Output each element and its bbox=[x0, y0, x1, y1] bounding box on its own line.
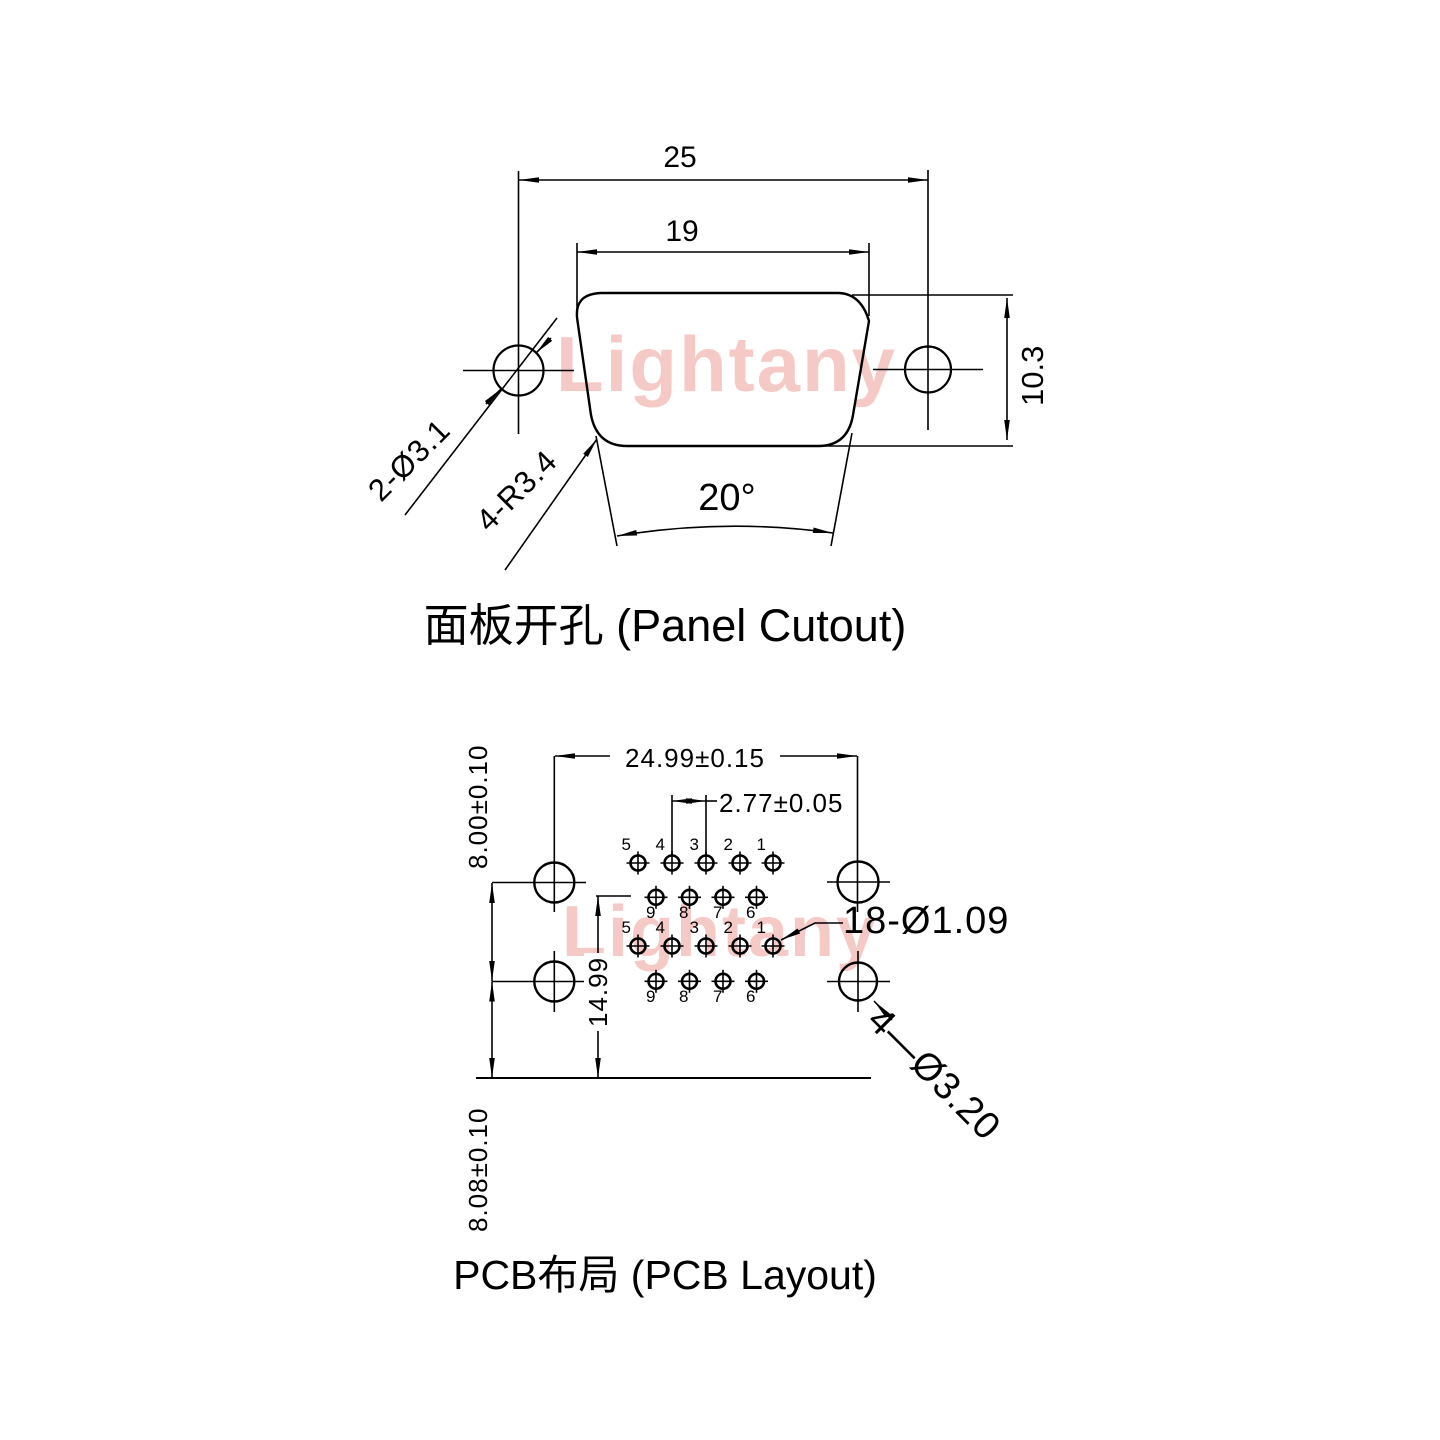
pcb-layout-title: PCB布局 (PCB Layout) bbox=[453, 1252, 877, 1298]
pin-number: 8 bbox=[679, 903, 689, 922]
dim-mount-span-x: 24.99±0.15 bbox=[610, 744, 780, 773]
pin-number: 2 bbox=[723, 835, 733, 854]
pin-number: 9 bbox=[646, 987, 656, 1006]
connector2-row2-pins bbox=[644, 969, 768, 993]
pin-number: 4 bbox=[655, 835, 665, 854]
dim-outer-width: 25 bbox=[663, 141, 697, 174]
dim-pin-pitch: 2.77±0.05 bbox=[719, 788, 844, 818]
pin-number: 1 bbox=[756, 835, 766, 854]
connector2-row1-pins bbox=[626, 934, 785, 958]
pin-number: 7 bbox=[713, 987, 723, 1006]
pin-number: 5 bbox=[621, 835, 631, 854]
pin-number: 6 bbox=[746, 903, 756, 922]
dim-row-to-edge: 14.99 bbox=[583, 952, 613, 1031]
watermark-logo: Lightany bbox=[562, 892, 878, 972]
dim-cutout-width: 19 bbox=[665, 215, 699, 248]
pin-number: 4 bbox=[655, 918, 665, 937]
dim-mount-span-y: 8.00±0.10 bbox=[463, 744, 493, 869]
watermark-logo: Lightany bbox=[556, 320, 897, 408]
pin-number: 1 bbox=[756, 918, 766, 937]
dim-edge-offset: 8.08±0.10 bbox=[463, 1107, 493, 1232]
dim-cutout-angle: 20° bbox=[698, 477, 756, 519]
pin-number: 9 bbox=[646, 903, 656, 922]
pin-number: 3 bbox=[689, 835, 699, 854]
label-pin-hole-dia: 18-Ø1.09 bbox=[843, 900, 1010, 942]
pin-number: 2 bbox=[723, 918, 733, 937]
pin-number: 6 bbox=[746, 987, 756, 1006]
pin-number: 3 bbox=[689, 918, 699, 937]
panel-cutout-drawing bbox=[404, 170, 1013, 571]
pin-number: 8 bbox=[679, 987, 689, 1006]
pin-number: 5 bbox=[621, 918, 631, 937]
pin-number: 7 bbox=[713, 903, 723, 922]
dim-cutout-height: 10.3 bbox=[1015, 345, 1050, 406]
connector1-row2-pins bbox=[644, 885, 768, 909]
panel-cutout-title: 面板开孔 (Panel Cutout) bbox=[423, 600, 907, 651]
connector1-row1-pins bbox=[626, 851, 785, 875]
